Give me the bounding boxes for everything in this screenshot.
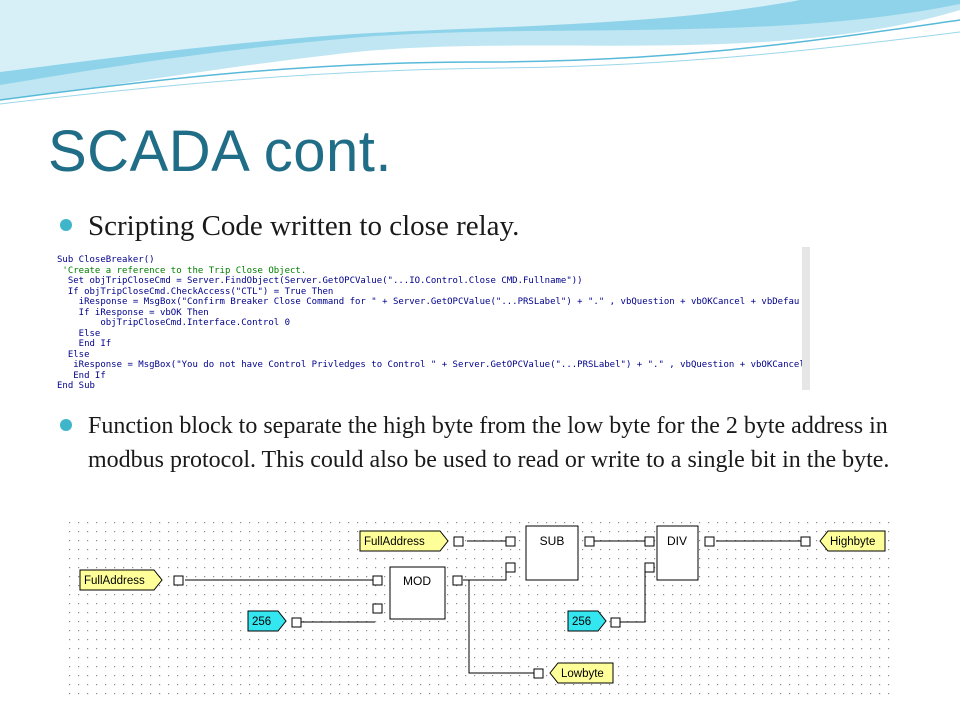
svg-text:FullAddress: FullAddress bbox=[84, 575, 145, 587]
code-line: Else bbox=[57, 349, 90, 360]
tag-full-address-left: FullAddress bbox=[79, 569, 163, 591]
svg-text:SUB: SUB bbox=[540, 534, 565, 548]
block-mod: MOD bbox=[389, 566, 446, 620]
constant-256-left: 256 bbox=[247, 610, 287, 632]
code-line: If objTripCloseCmd.CheckAccess("CTL") = … bbox=[57, 286, 334, 297]
code-line: End If bbox=[57, 339, 112, 349]
wires bbox=[185, 540, 802, 674]
bullet-scripting: Scripting Code written to close relay. bbox=[60, 210, 900, 243]
block-div: DIV bbox=[656, 525, 699, 581]
constant-256-right: 256 bbox=[567, 610, 607, 632]
code-line: If iResponse = vbOK Then bbox=[57, 307, 209, 318]
svg-text:Highbyte: Highbyte bbox=[830, 536, 875, 548]
code-line: Else bbox=[57, 328, 101, 339]
pins bbox=[173, 536, 811, 679]
code-line: objTripCloseCmd.Interface.Control 0 bbox=[57, 318, 290, 328]
svg-text:MOD: MOD bbox=[403, 574, 431, 588]
code-line: End If bbox=[57, 370, 106, 381]
svg-text:DIV: DIV bbox=[667, 534, 687, 548]
code-line: 'Create a reference to the Trip Close Ob… bbox=[57, 265, 307, 276]
code-line: Set objTripCloseCmd = Server.FindObject(… bbox=[57, 276, 583, 286]
svg-text:256: 256 bbox=[252, 616, 271, 628]
header-wave-decoration bbox=[0, 0, 960, 105]
svg-text:FullAddress: FullAddress bbox=[364, 536, 425, 548]
tag-high-byte: Highbyte bbox=[819, 530, 886, 552]
bullet-text: Function block to separate the high byte… bbox=[88, 413, 890, 473]
tag-low-byte: Lowbyte bbox=[549, 662, 614, 684]
code-line: iResponse = MsgBox("Confirm Breaker Clos… bbox=[57, 297, 800, 307]
code-line: iResponse = MsgBox("You do not have Cont… bbox=[57, 360, 805, 370]
slide-title: SCADA cont. bbox=[48, 119, 392, 184]
function-block-diagram: SUB DIV MOD FullAddress FullAddress 256 … bbox=[65, 518, 895, 698]
bullet-text: Scripting Code written to close relay. bbox=[88, 210, 520, 242]
svg-text:256: 256 bbox=[572, 616, 591, 628]
bullet-dot-icon bbox=[60, 418, 72, 431]
code-screenshot: Sub CloseBreaker() 'Create a reference t… bbox=[55, 247, 810, 390]
code-line: End Sub bbox=[57, 381, 95, 390]
bullet-dot-icon bbox=[60, 218, 72, 231]
svg-text:Lowbyte: Lowbyte bbox=[561, 668, 604, 680]
block-sub: SUB bbox=[525, 525, 579, 581]
tag-full-address-top: FullAddress bbox=[359, 530, 449, 552]
code-line: Sub CloseBreaker() bbox=[57, 255, 155, 265]
bullet-function-block: Function block to separate the high byte… bbox=[60, 410, 900, 477]
